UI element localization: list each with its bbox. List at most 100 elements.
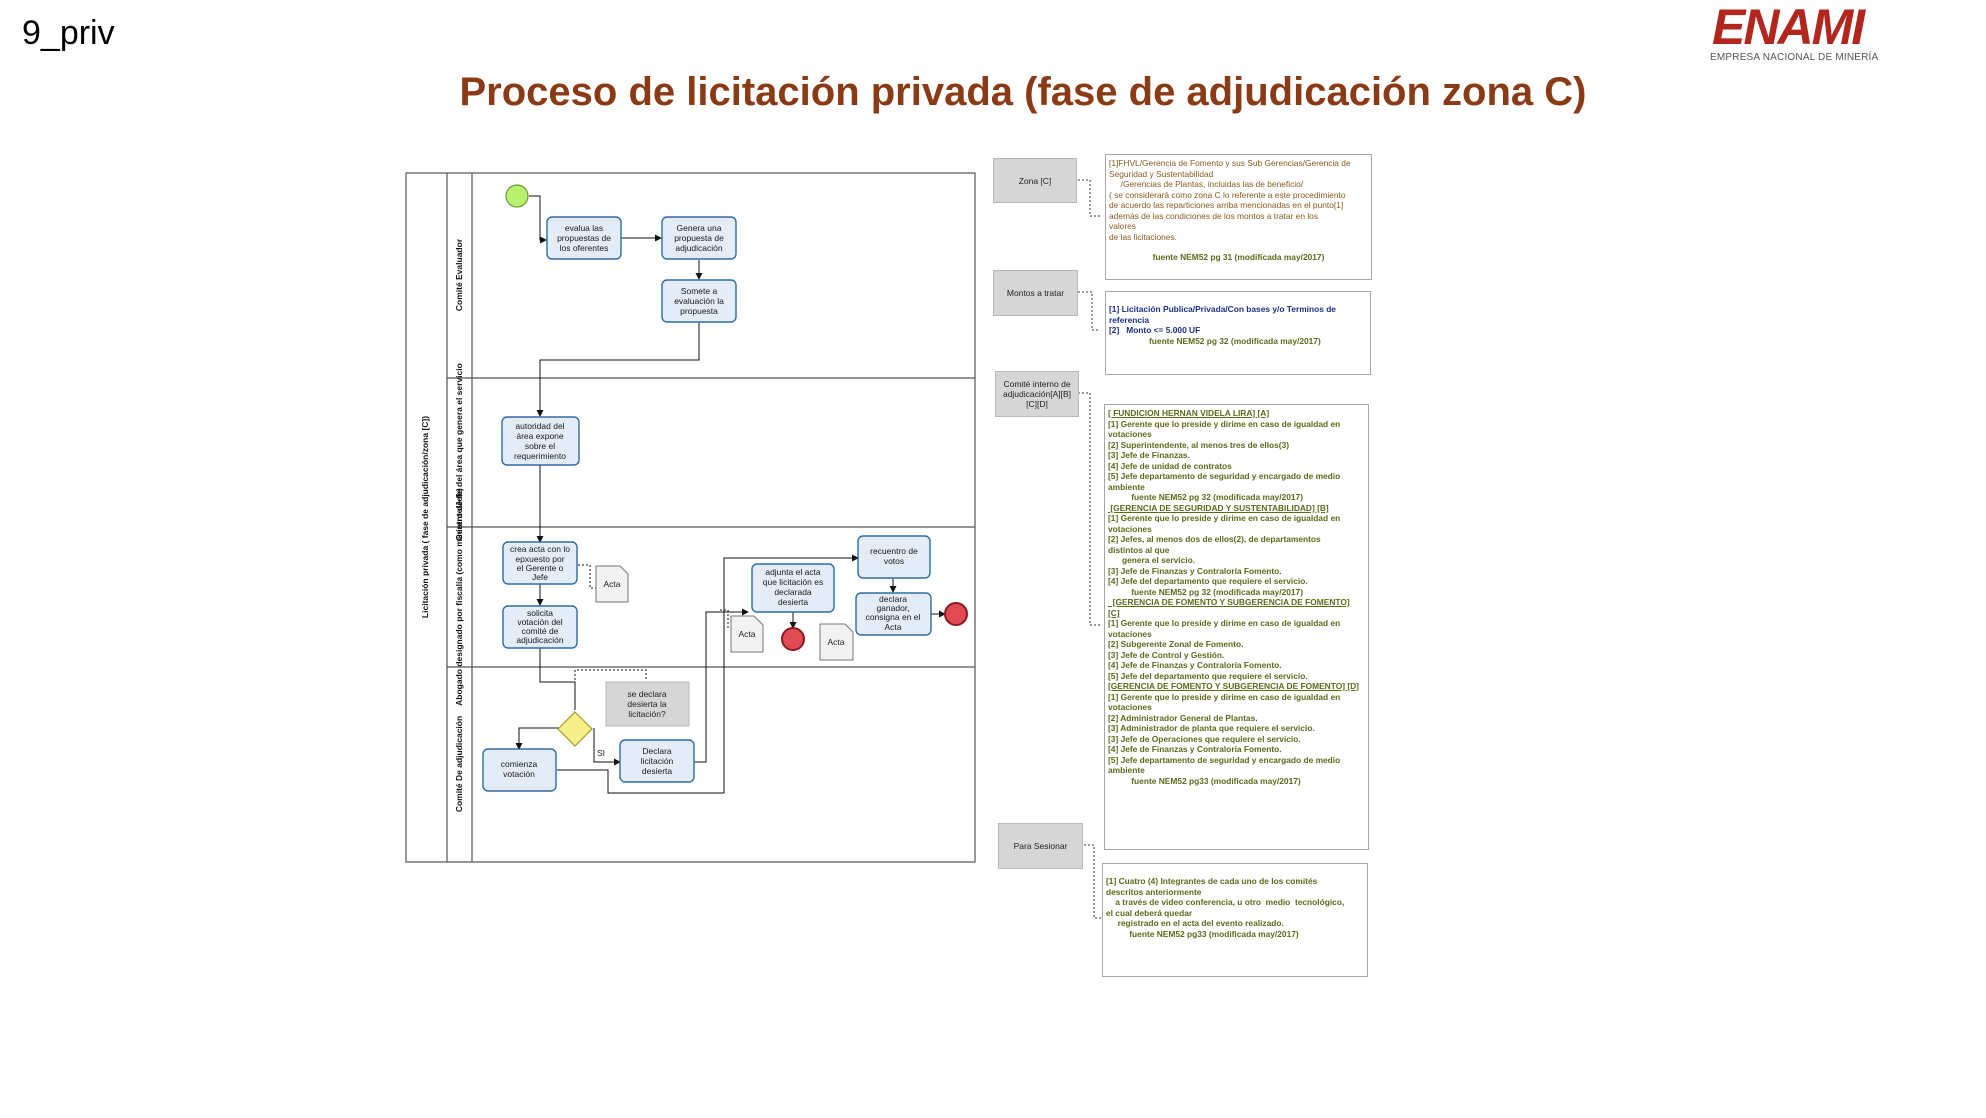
note-line: [1] Licitación Publica/Privada/Con bases… [1109,304,1336,314]
note-line: [2] Jefes, al menos dos de ellos(2), de … [1108,534,1321,544]
start-event [505,184,529,208]
note-line: valores [1109,221,1136,231]
acta-doc-3: Acta [819,623,854,661]
tag-sesionar: Para Sesionar [998,823,1083,869]
enami-logo: ENAMI [1712,0,1868,55]
note-line: [1]FHVL/Gerencia de Fomento y sus Sub Ge… [1109,158,1351,168]
note-line: [1] Gerente que lo preside y dirime en c… [1108,618,1341,628]
note-line: fuente NEM52 pg 32 (modificada may/2017) [1108,586,1304,597]
note-line: [ FUNDICION HERNAN VIDELA LIRA] [A] [1108,408,1270,418]
gateway [557,711,593,747]
note-line: [GERENCIA DE SEGURIDAD Y SUSTENTABILIDAD… [1108,502,1329,513]
note-line: [4] Jefe de Finanzas y Contraloría Fomen… [1108,660,1282,670]
svg-text:Acta: Acta [603,579,620,589]
note-line: votaciones [1108,429,1152,439]
note-line: [5] Jefe departamento de seguridad y enc… [1108,754,1341,765]
note-line: fuente NEM52 pg 32 (modificada may/2017) [1108,492,1304,502]
note-line: Seguridad y Sustentabilidad [1109,168,1214,179]
note-line: [3] Jefe de Finanzas y Contraloría Fomen… [1108,565,1282,576]
lane-comite-evaluador: Comité Evaluador [454,238,464,311]
note-line: de las licitaciones. [1109,231,1177,242]
note-line: votaciones [1108,523,1152,534]
end-event-ganador [944,602,968,626]
lane-comite-adjudicacion: Comité De adjudicación [454,716,464,812]
note-line: a través de video conferencia, u otro me… [1106,897,1345,907]
lane-abogado: Abogado designado por fiscalía (como min… [454,488,464,706]
tag-comite-line: [C][D] [1026,399,1048,409]
gateway-yes-label: SI [597,748,605,758]
tag-montos: Montos a tratar [993,270,1078,316]
note-line: fuente NEM52 pg33 (modificada may/2017) [1108,775,1301,786]
end-event-desierta [781,627,805,651]
note-line: genera el servicio. [1108,555,1196,565]
note-line: registrado en el acta del evento realiza… [1106,918,1284,928]
note-line: [4] Jefe de unidad de contratos [1108,460,1232,471]
note-line: [3] Jefe de Control y Gestión. [1108,649,1225,660]
note-source: fuente NEM52 pg 31 (modificada may/2017) [1152,252,1325,262]
flow-lines [515,195,946,794]
note-comite: [ FUNDICION HERNAN VIDELA LIRA] [A] [1] … [1104,404,1369,850]
note-line: [3] Jefe de Finanzas. [1108,450,1190,460]
note-line: fuente NEM52 pg33 (modificada may/2017) [1106,928,1299,939]
slide-id: 9_priv [22,14,115,52]
note-line: el cual deberá quedar [1106,907,1193,918]
tag-comite-line: Comité interno de [1003,379,1071,389]
note-line: ( se considerará como zona C lo referent… [1109,189,1346,200]
acta-doc-2: Acta [730,615,764,653]
svg-text:Acta: Acta [738,629,755,639]
note-line: [2] Subgerente Zonal de Fomento. [1108,639,1244,649]
logo-wordmark: ENAMI [1712,0,1866,55]
note-line: descritos anteriormente [1106,886,1202,897]
svg-text:Acta: Acta [827,637,844,647]
tag-comite-line: adjudicación[A][B] [1002,389,1072,399]
note-line: [5] Jefe departamento de seguridad y enc… [1108,471,1341,481]
note-line: distintos al que [1108,544,1170,555]
note-line: [4] Jefe de Finanzas y Contraloría Fomen… [1108,744,1282,754]
note-line: referencia [1109,314,1150,325]
note-line: [1] Gerente que lo preside y dirime en c… [1108,418,1341,429]
tag-comite: Comité interno de adjudicación[A][B] [C]… [995,371,1079,417]
lane-gerente-jefe: Gerente/Jefe del área que genera el serv… [454,363,464,541]
note-line: [1] Gerente que lo preside y dirime en c… [1108,691,1341,702]
note-line: [1] Gerente que lo preside y dirime en c… [1108,513,1341,523]
side-connectors [1078,179,1102,919]
note-montos: [1] Licitación Publica/Privada/Con bases… [1105,291,1371,375]
note-line: [2] Monto <= 5.000 UF [1109,325,1201,335]
note-line: de acuerdo las reparticiones arriba menc… [1109,200,1344,210]
note-line: /Gerencias de Plantas, incluidas las de … [1109,179,1304,189]
note-line: [GERENCIA DE FOMENTO Y SUBGERENCIA DE FO… [1108,681,1359,691]
note-source: fuente NEM52 pg 32 (modificada may/2017) [1149,335,1321,346]
pool-label: Licitación privada ( fase de adjudicació… [420,416,430,618]
note-sesionar: [1] Cuatro (4) Integrantes de cada uno d… [1102,863,1368,977]
note-line: [3] Jefe de Operaciones que requiere el … [1108,733,1301,744]
acta-doc-1: Acta [595,565,629,603]
page-title: Proceso de licitación privada (fase de a… [459,70,1587,114]
note-line: además de las condiciones de los montos … [1109,210,1319,221]
note-zona: [1]FHVL/Gerencia de Fomento y sus Sub Ge… [1105,154,1372,280]
logo-tagline: EMPRESA NACIONAL DE MINERÍA [1710,52,1879,63]
note-line: [3] Administrador de planta que requiere… [1108,723,1315,733]
